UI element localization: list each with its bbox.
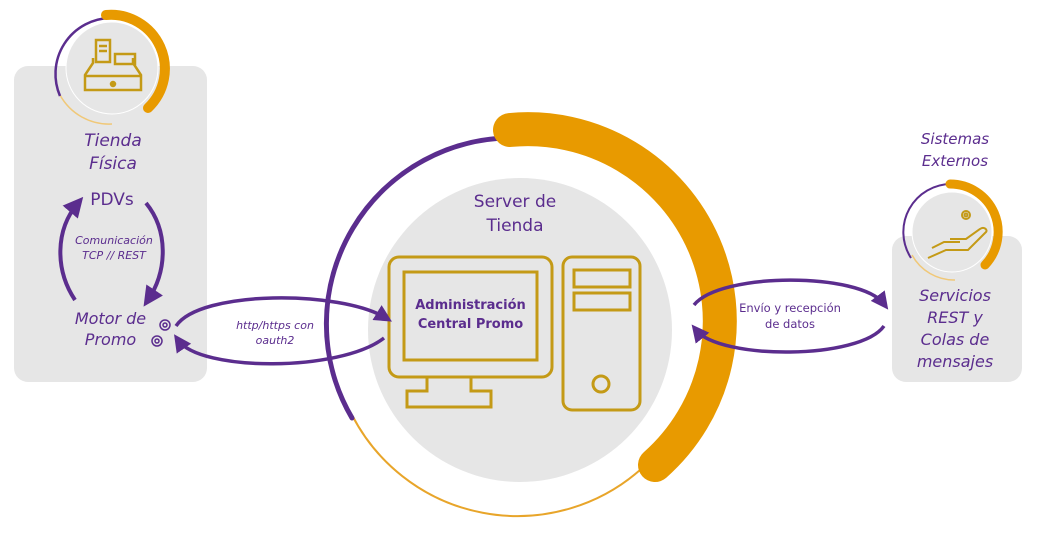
left-panel xyxy=(14,66,207,382)
ring-orange-arc xyxy=(493,112,737,482)
right-link-arrows xyxy=(691,278,889,354)
services-title: Servicios REST y Colas de mensajes xyxy=(916,286,994,371)
right-link-label: Envío y recepción de datos xyxy=(739,301,841,331)
ring-thin-orange xyxy=(351,414,641,518)
loop-label: Comunicación TCP // REST xyxy=(75,234,153,262)
external-ring xyxy=(902,179,1003,281)
external-heading: Sistemas Externos xyxy=(920,130,990,170)
left-link-label: http/https con oauth2 xyxy=(236,319,314,347)
screen-label: Administración Central Promo xyxy=(415,298,526,332)
desktop-computer-icon xyxy=(387,255,642,412)
server-title: Server de Tienda xyxy=(473,192,557,236)
gears-icon xyxy=(151,319,171,347)
hand-gear-icon xyxy=(927,210,988,259)
left-link-arrows xyxy=(174,296,392,366)
pdv-loop-arrows xyxy=(58,196,165,307)
motor-promo-label: Motor de Promo xyxy=(74,309,147,349)
ring-purple-arc xyxy=(323,135,523,421)
cash-register-icon xyxy=(83,38,143,92)
tienda-ring xyxy=(54,9,170,125)
pdvs-label: PDVs xyxy=(90,190,134,210)
tienda-fisica-title: Tienda Física xyxy=(84,131,142,174)
